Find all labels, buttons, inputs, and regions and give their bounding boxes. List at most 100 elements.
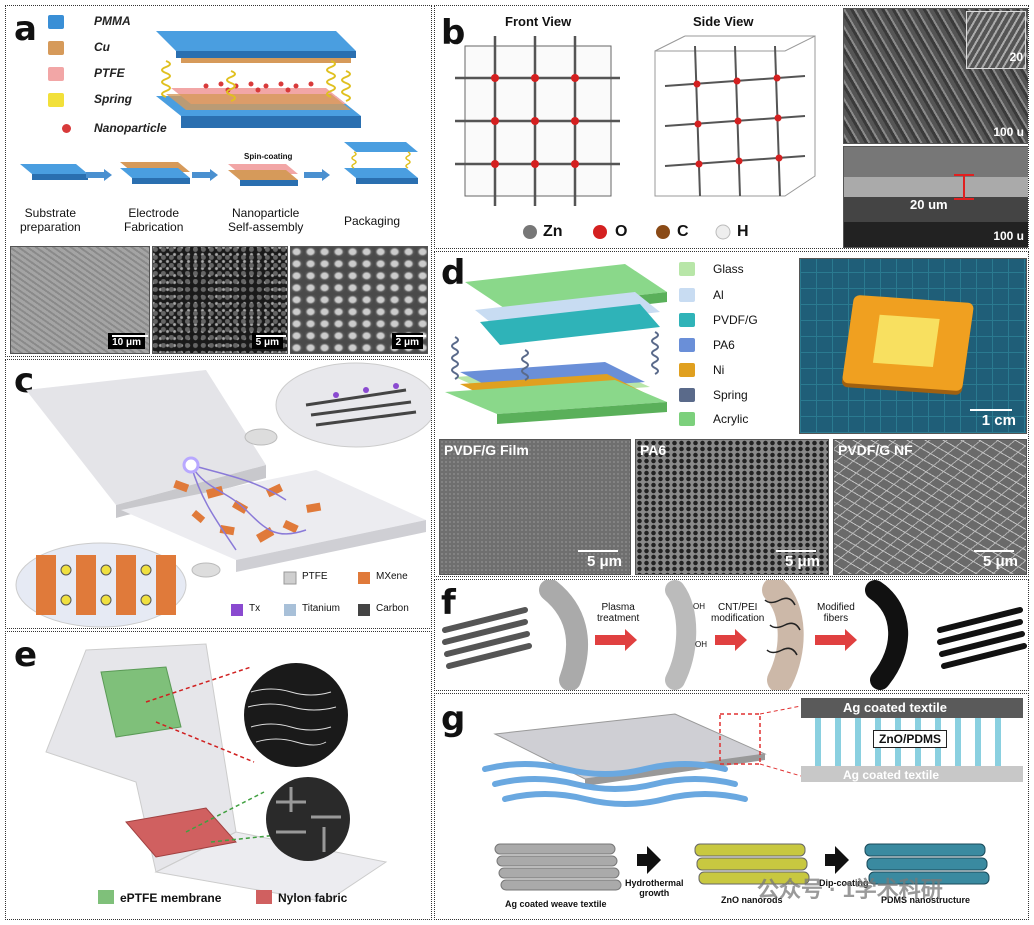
sem-title: PVDF/G Film: [444, 442, 529, 458]
legend-pa6: PA6: [713, 338, 735, 352]
element-o: O: [615, 223, 628, 240]
sem-image-b2: 20 um 100 u: [843, 146, 1028, 248]
pvdf-swatch: [679, 313, 695, 327]
legend-nylon: Nylon fabric: [278, 891, 348, 905]
sem-image-a3: 2 μm: [290, 246, 428, 354]
ptfe-swatch: [48, 67, 64, 81]
sem-image-d2: PA6 5 μm: [635, 439, 829, 575]
step-dip-coating: Dip-coating: [819, 878, 869, 888]
panel-label-e: e: [14, 635, 38, 675]
spring-swatch: [48, 93, 64, 107]
mxene-composite-illustration: [15, 362, 431, 628]
element-h: H: [737, 223, 749, 240]
top-layer-label: Ag coated textile: [843, 700, 948, 715]
legend-nanoparticle: Nanoparticle: [94, 121, 167, 135]
sem-inset-b: 20: [966, 11, 1026, 69]
step-zno-nanorods: ZnO nanorods: [721, 895, 783, 905]
legend-ni: Ni: [713, 363, 725, 377]
device-illustration-a: [20, 31, 418, 186]
sem-image-a1: 10 μm: [10, 246, 150, 354]
legend-mxene: MXene: [376, 571, 408, 582]
legend-carbon: Carbon: [376, 603, 409, 614]
scale-label: 100 u: [993, 229, 1024, 243]
panel-a: a PMMA Cu PTFE Spring Nanoparticle: [5, 5, 432, 357]
panel-label-g: g: [441, 699, 466, 739]
watermark: 公众号 · 1学术科研: [757, 877, 943, 902]
acrylic-swatch: [679, 412, 695, 426]
bottom-layer-label: Ag coated textile: [843, 768, 940, 782]
legend-eptfe: ePTFE membrane: [120, 891, 222, 905]
sem-image-b1: 20 100 u: [843, 8, 1028, 144]
zno-pdms-label: ZnO/PDMS: [873, 730, 947, 748]
scale-label: 100 u: [993, 125, 1024, 139]
fiber-modification-illustration: [442, 580, 1027, 690]
glass-swatch: [679, 262, 695, 276]
legend-acrylic: Acrylic: [713, 412, 749, 426]
thickness-marker: [954, 174, 974, 200]
device-illustration-d: [445, 264, 667, 424]
eptfe-nylon-illustration: [45, 643, 388, 904]
sem-image-d3: PVDF/G NF 5 μm: [833, 439, 1027, 575]
sem-image-d1: PVDF/G Film 5 μm: [439, 439, 631, 575]
legend-al: Al: [713, 288, 724, 302]
zno-pdms-illustration: [482, 698, 1023, 891]
thickness-label: 20 um: [910, 197, 948, 212]
legend-ptfe: PTFE: [94, 66, 125, 80]
device-photo-body: [841, 294, 975, 392]
panel-d: d Glass Al PVDF/G PA6 Ni Spring Acrylic: [434, 251, 1029, 577]
front-view-title: Front View: [505, 14, 572, 29]
step-pdms-nanostructure: PDMS nanostructure: [881, 895, 971, 905]
element-c: C: [677, 223, 689, 240]
legend-cu: Cu: [94, 40, 110, 54]
scale-label: 5 μm: [586, 553, 622, 570]
legend-ptfe-c: PTFE: [302, 571, 328, 582]
cu-swatch: [48, 41, 64, 55]
panel-e: e ePTFE membrane Nylon fabric: [5, 631, 432, 920]
element-zn: Zn: [543, 223, 563, 240]
mof-structure: [455, 35, 816, 240]
step-electrode: Electrode Fabrication: [124, 206, 184, 234]
panel-g: g Ag coated t: [434, 693, 1029, 920]
step-self-assembly: Nanoparticle Self-assembly: [228, 206, 304, 234]
legend-pvdf: PVDF/G: [713, 313, 758, 327]
sem-image-a2: 5 μm: [152, 246, 288, 354]
oh-label: OH: [695, 640, 707, 649]
ni-swatch: [679, 363, 695, 377]
pmma-swatch: [48, 15, 64, 29]
step-plasma: Plasma treatment: [597, 602, 640, 624]
legend-pmma: PMMA: [94, 14, 131, 28]
scale-label: 5 μm: [982, 553, 1018, 570]
photo-scale: 1 cm: [981, 412, 1016, 429]
spin-coating-label: Spin-coating: [244, 152, 293, 161]
pa6-swatch: [679, 338, 695, 352]
legend-spring-d: Spring: [713, 388, 748, 402]
panel-b: b Front View Side View Zn O C H: [434, 5, 1029, 249]
device-photo: 1 cm: [799, 258, 1027, 434]
panel-label-c: c: [14, 361, 35, 401]
legend-glass: Glass: [713, 262, 744, 276]
side-view-title: Side View: [693, 14, 754, 29]
scale-label: 5 μm: [784, 553, 820, 570]
panel-label-f: f: [441, 583, 456, 623]
step-hydrothermal: Hydrothermal growth: [625, 878, 684, 898]
inset-scale: 20: [1009, 50, 1023, 64]
nanoparticle-dot: [62, 124, 71, 133]
sem-title: PVDF/G NF: [838, 442, 913, 458]
step-substrate: Substrate preparation: [20, 206, 81, 234]
scale-label: 2 μm: [395, 337, 419, 348]
oh-label: OH: [693, 602, 705, 611]
panel-label-d: d: [441, 253, 466, 293]
sem-title: PA6: [640, 442, 667, 458]
scale-label: 5 μm: [255, 337, 279, 348]
panel-label-a: a: [14, 9, 37, 49]
step-weave-textile: Ag coated weave textile: [505, 899, 607, 909]
step-modified: Modified fibers: [817, 602, 855, 624]
step-cnt-pei: CNT/PEI modification: [711, 602, 765, 624]
step-packaging: Packaging: [344, 214, 401, 228]
panel-f: f OH OH Plasma treatment CNT/PEI modific…: [434, 579, 1029, 691]
legend-titanium: Titanium: [302, 603, 340, 614]
spring-swatch-d: [679, 388, 695, 402]
scale-label: 10 μm: [112, 337, 141, 348]
legend-spring: Spring: [94, 92, 132, 106]
panel-label-b: b: [441, 13, 466, 53]
